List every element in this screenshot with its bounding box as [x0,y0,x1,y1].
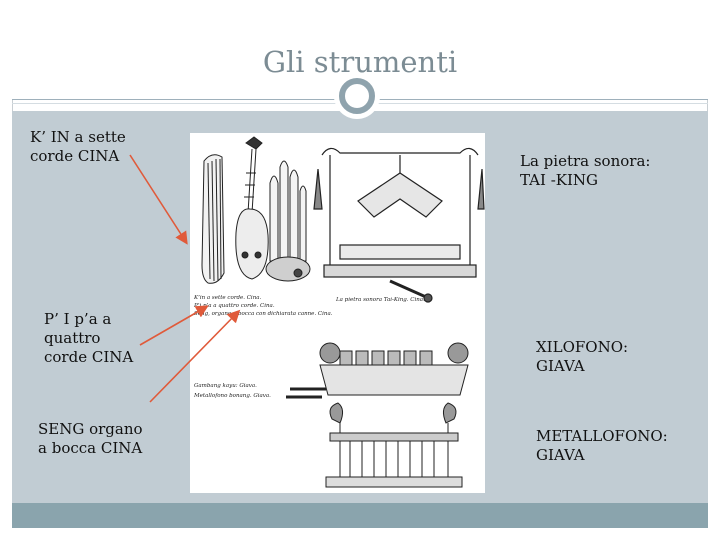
metallophone-drawing [325,402,463,488]
instruments-drawing: K’in a sette corde. Cina. P’i p’a a quat… [190,133,485,493]
footer-band [12,503,708,528]
photo-caption-bonang: Metallofono bonang. Giava. [193,393,271,399]
instruments-illustration: K’in a sette corde. Cina. P’i p’a a quat… [190,133,485,493]
caption-stone: La pietra sonora: TAI -KING [520,152,650,190]
photo-caption-pipa: P’i p’a a quattro corde. Cina. [193,303,275,309]
caption-metallo-line2: GIAVA [536,446,585,464]
caption-seng-line1: SENG organo [38,420,143,438]
caption-xylo-line2: GIAVA [536,357,585,375]
xylophone-drawing [286,342,469,399]
caption-stone-line2: TAI -KING [520,171,599,189]
photo-caption-gambang: Gambang kayu: Giava. [194,383,257,389]
caption-seng-line2: a bocca CINA [38,439,143,457]
caption-metallo-line1: METALLOFONO: [536,427,668,445]
caption-metallo: METALLOFONO: GIAVA [536,427,668,465]
stone-chime-drawing [313,147,485,303]
photo-caption-kin: K’in a sette corde. Cina. [193,295,262,301]
caption-kin: K’ IN a sette corde CINA [30,128,126,166]
slide-title: Gli strumenti [262,45,458,79]
circle-ring-icon [339,78,375,114]
caption-pipa-line2: quattro [44,329,101,347]
caption-xylo-line1: XILOFONO: [536,338,629,356]
caption-stone-line1: La pietra sonora: [520,152,651,170]
caption-xylo: XILOFONO: GIAVA [536,338,628,376]
seng-drawing [265,160,311,282]
photo-caption-stone: La pietra sonora Tai-King. Cina. [335,297,425,303]
caption-pipa: P’ I p’a a quattro corde CINA [44,310,133,367]
photo-captions-top: K’in a sette corde. Cina. P’i p’a a quat… [193,295,425,317]
caption-kin-line2: corde CINA [30,147,120,165]
caption-kin-line1: K’ IN a sette [30,128,126,146]
caption-seng: SENG organo a bocca CINA [38,420,143,458]
kin-zither-drawing [201,154,225,284]
pipa-drawing [235,136,269,280]
caption-pipa-line3: corde CINA [44,348,134,366]
caption-pipa-line1: P’ I p’a a [44,310,112,328]
photo-caption-seng: Seng, organo a bocca con dichiarata cann… [194,311,333,317]
